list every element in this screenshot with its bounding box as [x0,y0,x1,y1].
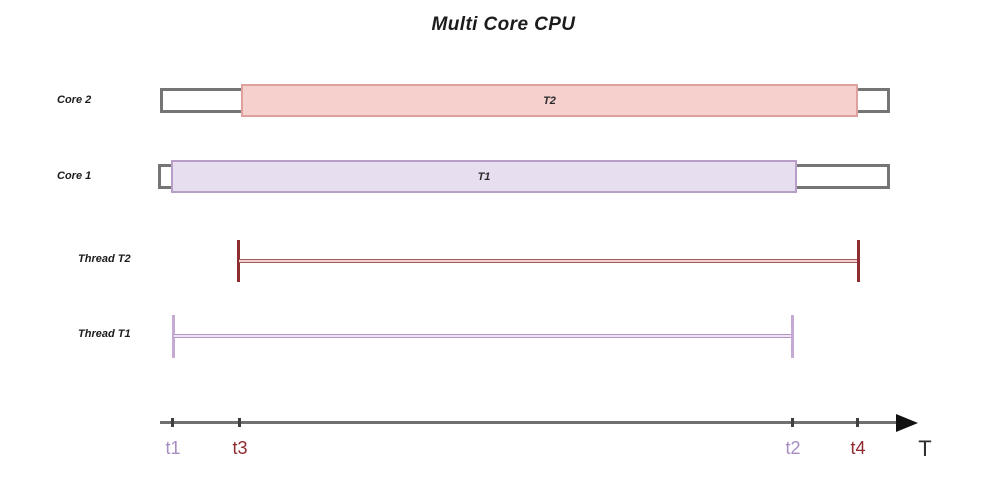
axis-tick-t2 [791,418,794,427]
thread-t2-span-line [239,259,858,263]
core1-task-bar-t1: T1 [171,160,797,193]
axis-tick-label-t1: t1 [165,438,181,458]
axis-tick-label-t3: t3 [232,438,248,458]
thread-t2-start-cap [237,240,240,282]
thread-t2-lifetime-line [237,240,860,282]
diagram-title: Multi Core CPU [431,14,576,35]
thread-t1-row-label: Thread T1 [78,328,131,340]
axis-arrowhead-icon [896,414,918,432]
axis-tick-t1 [171,418,174,427]
thread-t1-end-cap [791,315,794,358]
axis-tick-t4 [856,418,859,427]
axis-tick-t3 [238,418,241,427]
core2-task-bar-t2: T2 [241,84,858,117]
thread-t2-row-label: Thread T2 [78,253,131,265]
core1-row-label: Core 1 [57,170,92,182]
thread-t1-start-cap [172,315,175,358]
axis-tick-label-t2: t2 [785,438,801,458]
core2-row-label: Core 2 [57,94,92,106]
core1-task-label: T1 [477,170,491,183]
core2-task-label: T2 [543,94,556,107]
axis-tick-label-t4: t4 [850,438,866,458]
thread-t1-lifetime-line [172,315,794,358]
axis-label-time: T [918,436,932,461]
thread-t2-end-cap [857,240,860,282]
time-axis-line [160,421,898,424]
thread-t1-span-line [174,334,792,338]
